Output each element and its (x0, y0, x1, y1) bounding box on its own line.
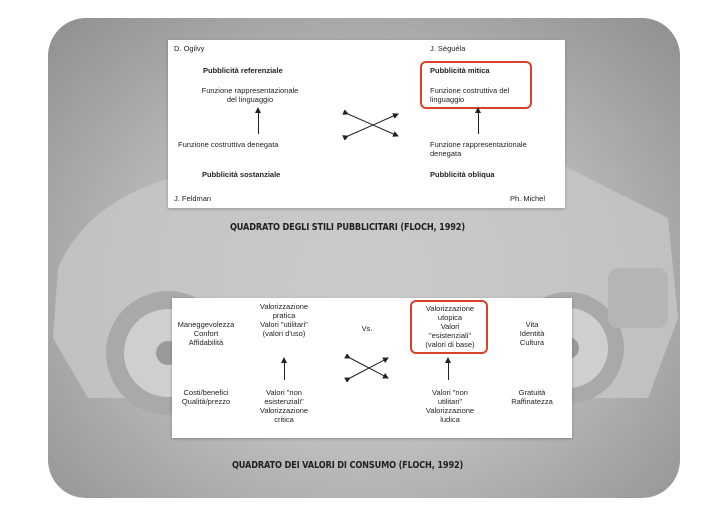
arrow-up-right (475, 107, 481, 134)
pubblicita-sostanziale-title: Pubblicità sostanziale (202, 170, 281, 179)
gratuita-line-2: Raffinatezza (511, 397, 553, 406)
obliqua-desc-2: denegata (430, 149, 462, 158)
obliqua-desc-1: Funzione rappresentazionale (430, 140, 527, 149)
utopica-line-5: (valori di base) (425, 340, 475, 349)
slide-background: D. Ogilvy J. Séguéla Pubblicità referenz… (48, 18, 680, 498)
author-feldman: J. Feldman (174, 194, 212, 203)
mitica-highlight-box (420, 61, 532, 109)
right-value-1: Vita (525, 320, 539, 329)
consumer-values-panel: Valorizzazione pratica Valori "utilitari… (172, 298, 572, 438)
arrow-up-left (255, 107, 261, 134)
utopica-line-1: Valorizzazione (425, 304, 475, 313)
pratica-line-2: pratica (272, 311, 296, 320)
utopica-highlight-box (410, 300, 488, 354)
sostanziale-desc: Funzione costruttiva denegata (178, 140, 279, 149)
versus-label: Vs. (361, 324, 373, 333)
ludica-line-3: Valorizzazione (425, 406, 475, 415)
critica-line-3: Valorizzazione (259, 406, 309, 415)
left-value-2: Confort (193, 329, 219, 338)
consumer-values-caption: QUADRATO DEI VALORI DI CONSUMO (FLOCH, 1… (232, 460, 464, 471)
right-value-2: Identità (519, 329, 545, 338)
pubblicita-referenziale-title: Pubblicità referenziale (203, 66, 283, 75)
utopica-line-4: "esistenziali" (428, 331, 471, 340)
pratica-line-3: Valori "utilitari" (260, 320, 308, 329)
mitica-desc-1: Funzione costruttiva del (430, 86, 510, 95)
styles-square-panel: D. Ogilvy J. Séguéla Pubblicità referenz… (168, 40, 565, 208)
pubblicita-mitica-title: Pubblicità mitica (430, 66, 490, 75)
gratuita-line-1: Gratuità (518, 388, 546, 397)
pratica-line-1: Valorizzazione (259, 302, 309, 311)
referenziale-desc-2: del linguaggio (226, 95, 274, 104)
author-ogilvy: D. Ogilvy (174, 44, 205, 53)
costi-line-1: Costi/benefici (183, 388, 229, 397)
ludica-line-1: Valori "non (432, 388, 468, 397)
ludica-line-2: utilitari" (437, 397, 463, 406)
arrow-up-right-values (445, 357, 451, 380)
mitica-desc-2: linguaggio (430, 95, 465, 104)
pratica-line-4: (valori d'uso) (262, 329, 306, 338)
left-value-1: Maneggevolezza (177, 320, 235, 329)
arrow-up-left-values (281, 357, 287, 380)
pubblicita-obliqua-title: Pubblicità obliqua (430, 170, 495, 179)
critica-line-1: Valori "non (266, 388, 302, 397)
critica-line-2: esistenziali" (264, 397, 304, 406)
author-seguela: J. Séguéla (430, 44, 466, 53)
critica-line-4: critica (274, 415, 294, 424)
utopica-line-2: utopica (437, 313, 463, 322)
costi-line-2: Qualità/prezzo (181, 397, 231, 406)
referenziale-desc-1: Funzione rappresentazionale (201, 86, 299, 95)
styles-square-caption: QUADRATO DEGLI STILI PUBBLICITARI (FLOCH… (230, 222, 465, 233)
right-value-3: Cultura (519, 338, 545, 347)
ludica-line-4: ludica (440, 415, 460, 424)
values-cross-arrows (344, 354, 389, 382)
utopica-line-3: Valori (440, 322, 460, 331)
contradiction-cross-arrows (342, 110, 399, 140)
left-value-3: Affidabilità (188, 338, 224, 347)
author-michel: Ph. Michel (510, 194, 546, 203)
